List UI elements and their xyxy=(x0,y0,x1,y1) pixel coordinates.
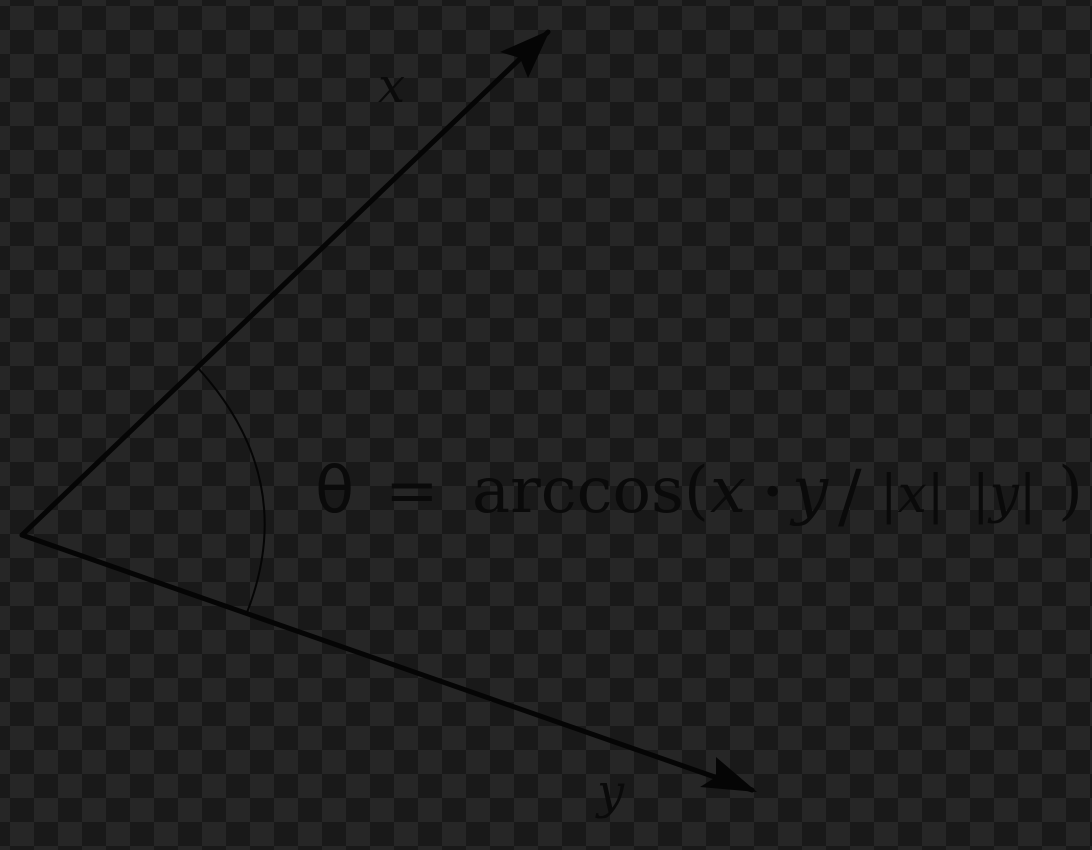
division-slash: / xyxy=(838,455,862,537)
arccos-function: arccos( xyxy=(472,454,709,528)
dot-operator: • xyxy=(762,473,783,514)
vector-x-arrowhead xyxy=(500,30,550,78)
formula-y: y xyxy=(789,454,829,528)
angle-arc xyxy=(197,367,266,616)
formula-x: x xyxy=(710,454,746,528)
norm-x: |x| xyxy=(880,465,944,525)
closing-paren: ) xyxy=(1058,454,1083,528)
vector-x-label: x xyxy=(378,58,405,114)
vector-y-arrow xyxy=(19,532,755,793)
vector-y-arrowhead xyxy=(700,757,757,792)
theta-symbol: θ xyxy=(315,454,354,528)
equals-sign: = xyxy=(385,454,439,528)
norm-y: |y| xyxy=(972,465,1036,525)
angle-formula: θ = arccos( x • y / |x| |y| ) xyxy=(315,454,1083,537)
vector-y-label: y xyxy=(595,764,625,820)
vector-x-arrow xyxy=(19,29,551,538)
